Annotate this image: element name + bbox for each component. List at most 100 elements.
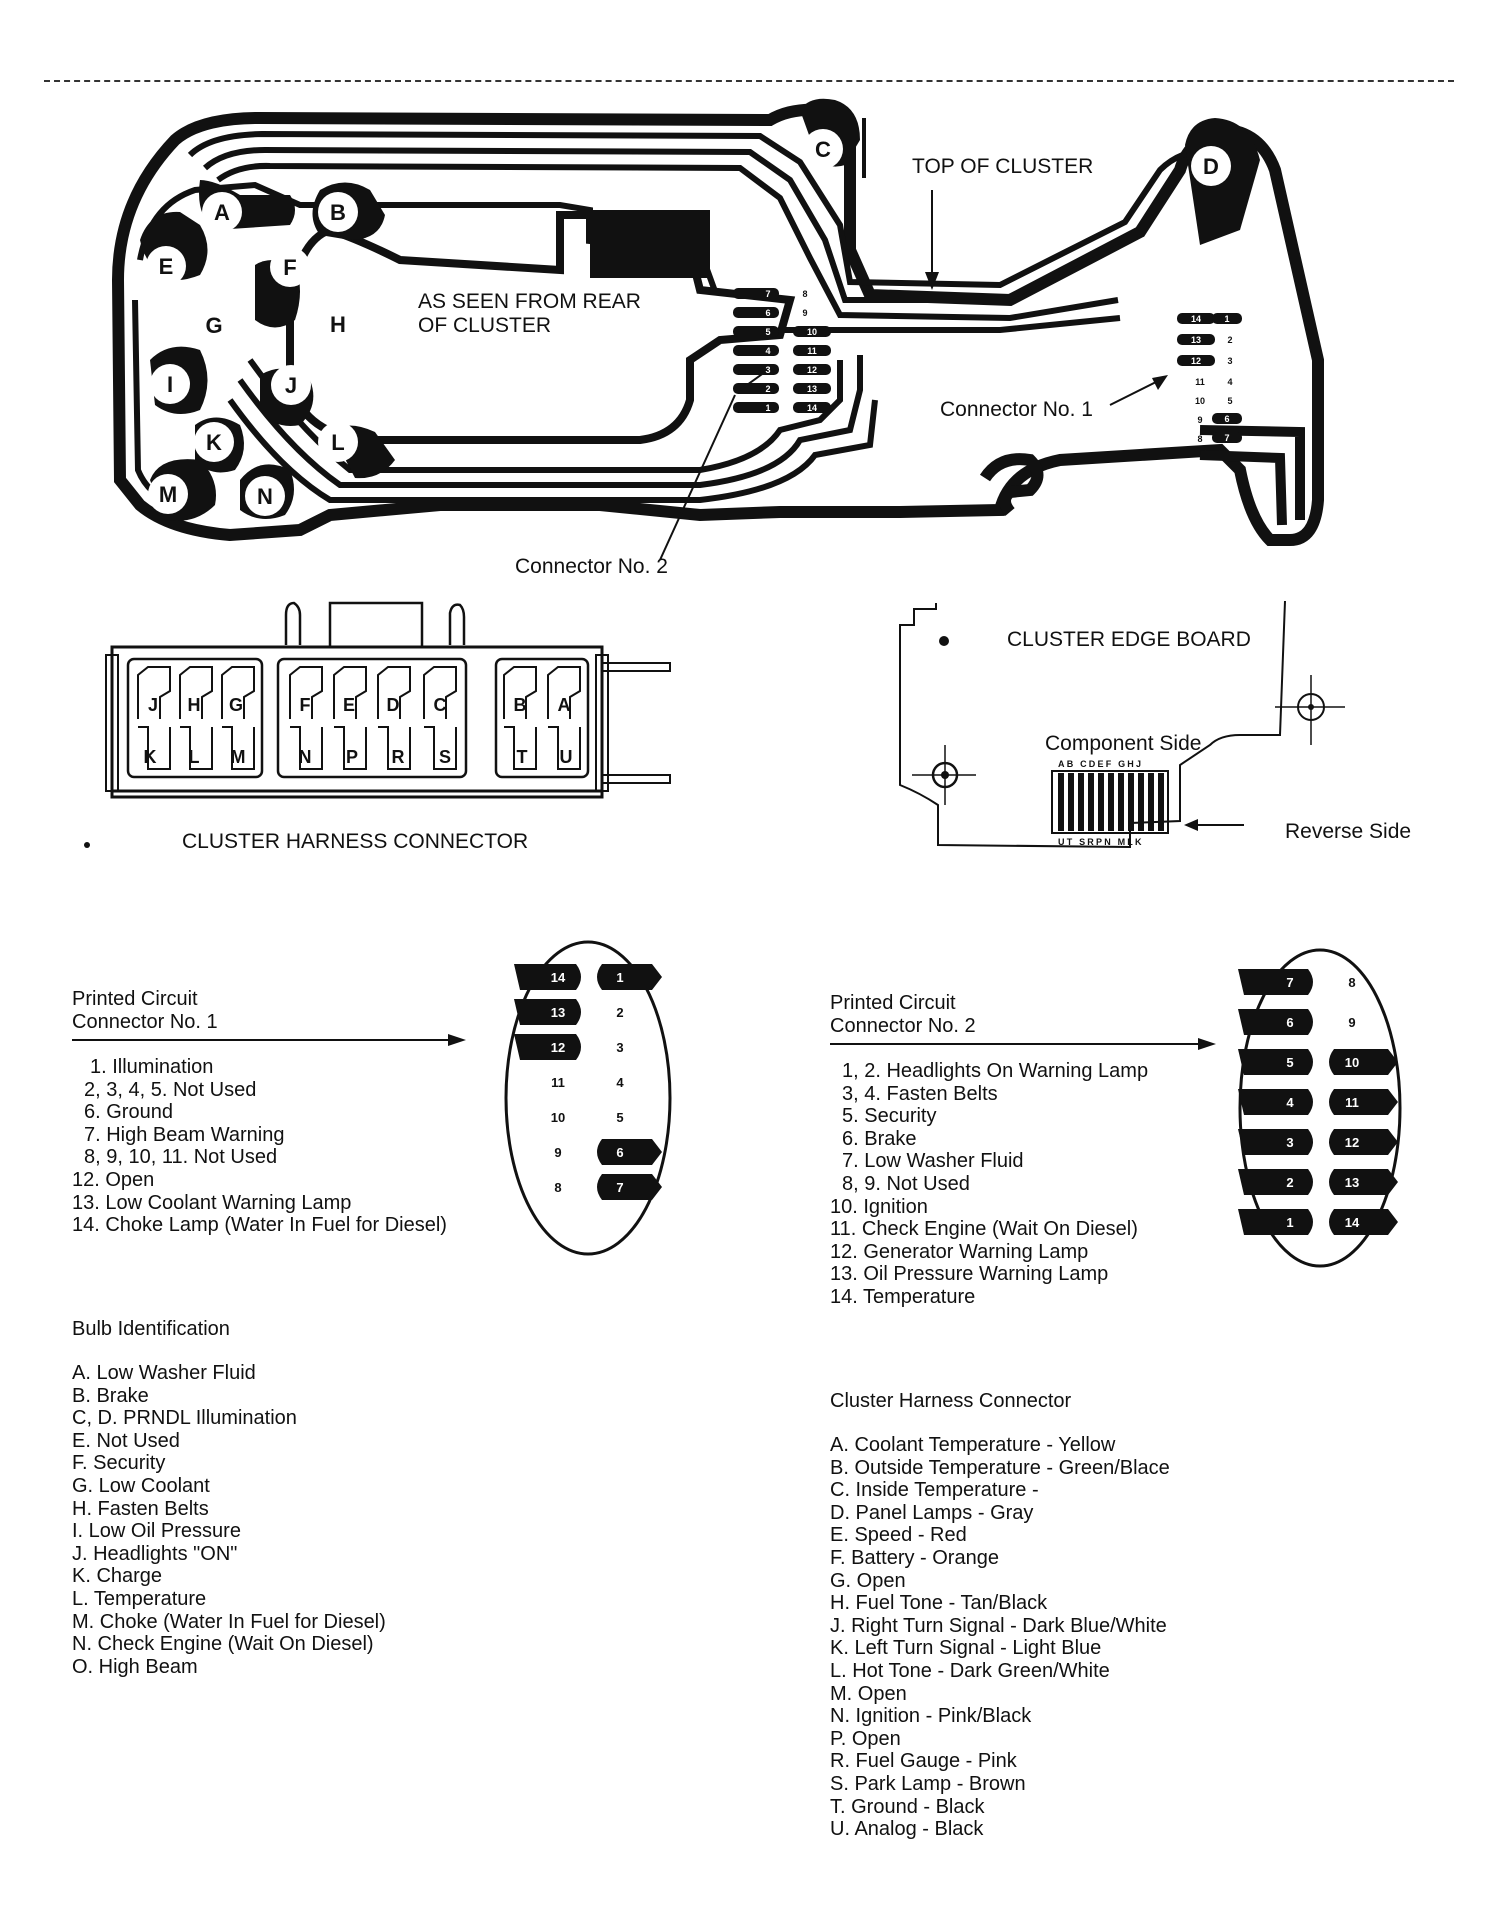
svg-text:13: 13: [1191, 335, 1201, 345]
harness-pin-s: S: [439, 747, 451, 767]
harness-terminal-top: [333, 666, 367, 719]
bulb-label-f: F: [283, 255, 296, 280]
harness-pin-e: E: [343, 695, 355, 715]
harness-terminal-bottom: [222, 726, 255, 770]
pc-connector-1-list: 1. Illumination 2, 3, 4, 5. Not Used 6. …: [72, 1056, 447, 1237]
connector-pin-number: 5: [1286, 1055, 1293, 1070]
svg-text:3: 3: [765, 365, 770, 375]
connector-pin-pad: [597, 1139, 662, 1165]
svg-text:9: 9: [802, 308, 807, 318]
harness-terminal-top: [547, 666, 581, 719]
edge-contact: [1138, 773, 1144, 831]
svg-text:6: 6: [1224, 414, 1229, 424]
harness-pin-b: B: [514, 695, 527, 715]
connector-pin-number: 10: [551, 1110, 565, 1125]
connector-1-label: Connector No. 1: [940, 398, 1093, 421]
edge-contact: [1108, 773, 1114, 831]
harness-terminal-top: [377, 666, 411, 719]
harness-terminal-top: [289, 666, 323, 719]
bulb-label-l: L: [331, 430, 344, 455]
connector-pin-pad: [1329, 1089, 1398, 1115]
harness-terminal-bottom: [290, 726, 323, 770]
edge-contact: [1058, 773, 1064, 831]
connector-pin-number: 6: [1286, 1015, 1293, 1030]
harness-terminal-top: [221, 666, 255, 719]
top-of-cluster-label: TOP OF CLUSTER: [912, 155, 1094, 178]
edge-contact: [1088, 773, 1094, 831]
harness-pin-r: R: [392, 747, 405, 767]
svg-text:5: 5: [1227, 396, 1232, 406]
cluster-circuit-board: A B C D E F G H I J K L M N 7 6 5 4 3 2 …: [111, 98, 1324, 561]
svg-text:2: 2: [1227, 335, 1232, 345]
connector-pin-pad: [1238, 969, 1313, 995]
connector-2-label: Connector No. 2: [515, 555, 668, 578]
harness-terminal-bottom: [504, 726, 537, 770]
connector-pin-number: 6: [616, 1145, 623, 1160]
edge-contact: [1158, 773, 1164, 831]
svg-text:5: 5: [765, 327, 770, 337]
edge-board-title: CLUSTER EDGE BOARD: [1007, 628, 1251, 651]
bulb-label-k: K: [206, 430, 222, 455]
edge-contact: [1078, 773, 1084, 831]
harness-list: A. Coolant Temperature - Yellow B. Outsi…: [830, 1434, 1170, 1841]
edge-contact-frame: [1051, 770, 1169, 834]
connector-pin-number: 14: [551, 970, 566, 985]
harness-terminal-bottom: [424, 726, 457, 770]
svg-text:12: 12: [807, 365, 817, 375]
harness-pin-m: M: [231, 747, 246, 767]
harness-bullet: [84, 842, 90, 848]
connector-pin-pad: [597, 1174, 662, 1200]
connector-pin-pad: [1329, 1049, 1398, 1075]
connector-pin-number: 3: [616, 1040, 623, 1055]
bulb-label-a: A: [214, 200, 230, 225]
connector-pin-pad: [1238, 1009, 1313, 1035]
component-side-label: Component Side: [1045, 732, 1202, 755]
harness-terminal-bottom: [334, 726, 367, 770]
svg-text:9: 9: [1197, 415, 1202, 425]
edge-contact: [1148, 773, 1154, 831]
svg-text:1: 1: [765, 403, 770, 413]
bulb-label-h: H: [330, 312, 346, 337]
bulb-identification-title: Bulb Identification: [72, 1318, 230, 1340]
harness-pin-l: L: [189, 747, 200, 767]
bulb-label-m: M: [159, 482, 177, 507]
svg-text:6: 6: [765, 308, 770, 318]
svg-text:4: 4: [1227, 377, 1232, 387]
connector-pin-pad: [1329, 1169, 1398, 1195]
bulb-label-c: C: [815, 137, 831, 162]
component-side-letters: AB CDEF GHJ: [1058, 759, 1143, 769]
connector-pin-pad: [1329, 1209, 1398, 1235]
svg-text:11: 11: [807, 346, 817, 356]
connector-pin-number: 7: [616, 1180, 623, 1195]
connector-pin-pad: [514, 999, 581, 1025]
connector-pin-pad: [1238, 1049, 1313, 1075]
connector-pin-number: 3: [1286, 1135, 1293, 1150]
pc-connector-1-arrow: [72, 1034, 466, 1046]
bulb-label-d: D: [1203, 154, 1219, 179]
pc-connector-2-arrow: [830, 1038, 1216, 1050]
harness-terminal-top: [137, 666, 171, 719]
connector-pin-pad: [514, 1034, 581, 1060]
harness-pin-j: J: [148, 695, 158, 715]
edge-contact: [1098, 773, 1104, 831]
harness-connector-drawing: J H G F E D C B A K L M N P R S T U: [105, 601, 671, 799]
connector-pin-number: 2: [616, 1005, 623, 1020]
svg-text:7: 7: [1224, 433, 1229, 443]
harness-pin-k: K: [144, 747, 157, 767]
svg-text:8: 8: [802, 289, 807, 299]
svg-text:10: 10: [807, 327, 817, 337]
connector-pin-number: 7: [1286, 975, 1293, 990]
harness-terminal-top: [179, 666, 213, 719]
connector-pin-number: 14: [1345, 1215, 1360, 1230]
connector-pin-number: 11: [1345, 1095, 1359, 1110]
svg-text:13: 13: [807, 384, 817, 394]
reverse-side-label: Reverse Side: [1285, 820, 1412, 843]
connector-pin-number: 4: [1286, 1095, 1294, 1110]
harness-terminal-bottom: [548, 726, 581, 770]
svg-text:14: 14: [1191, 314, 1201, 324]
svg-text:12: 12: [1191, 356, 1201, 366]
svg-text:2: 2: [765, 384, 770, 394]
harness-pin-h: H: [188, 695, 201, 715]
svg-text:14: 14: [807, 403, 817, 413]
